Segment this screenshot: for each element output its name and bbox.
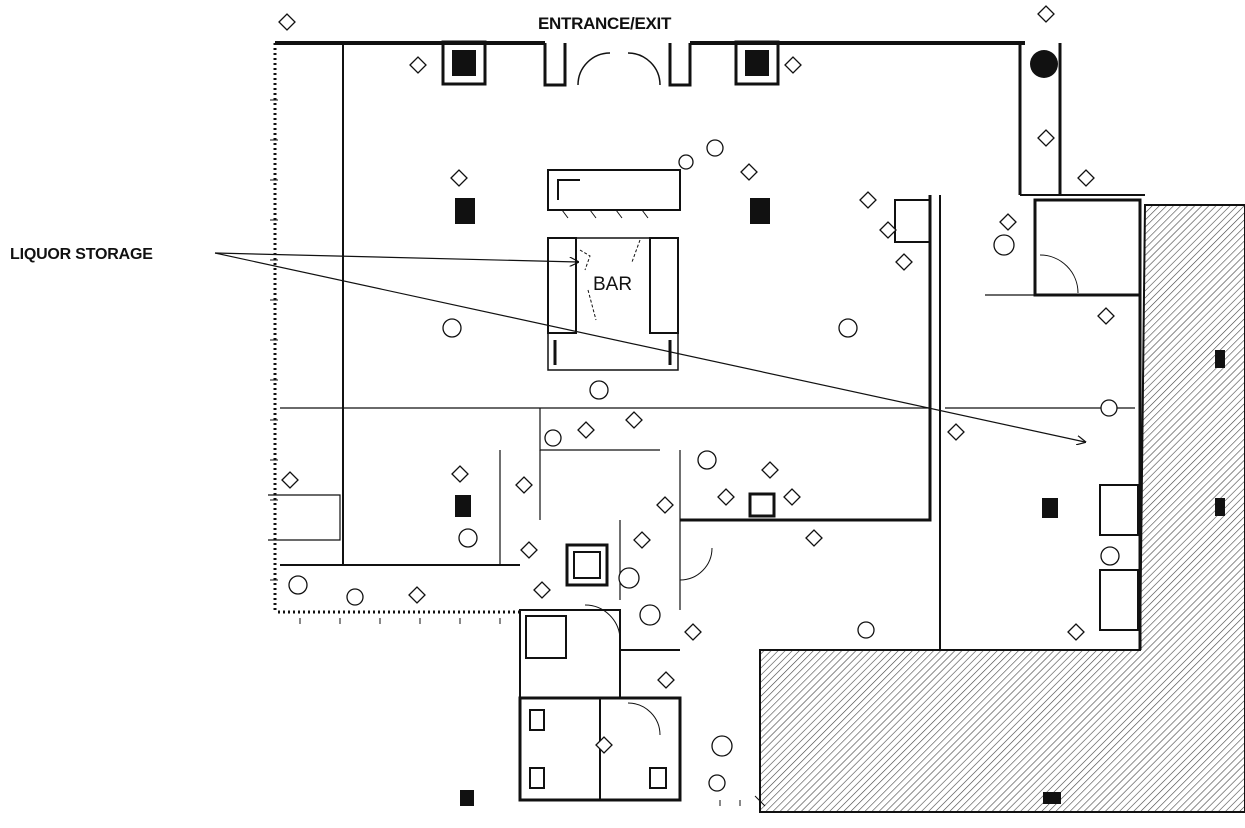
- back-bar-counter: [547, 169, 681, 219]
- circle-tags: [288, 139, 1120, 792]
- annotation-tags: [278, 5, 1115, 754]
- north-markers: [460, 350, 1225, 806]
- bar-island: [547, 237, 679, 371]
- hatched-exterior-area: [759, 204, 1245, 813]
- storage-room: [894, 198, 1142, 631]
- entrance-exit-label: ENTRANCE/EXIT: [538, 14, 672, 33]
- entrance-doors: [543, 43, 692, 87]
- center-fixture: [565, 543, 609, 587]
- structural-columns: [441, 40, 1058, 518]
- bar-label: BAR: [593, 274, 633, 295]
- liquor-storage-leaders: [214, 252, 1085, 442]
- dimension-ticks: [270, 99, 766, 807]
- liquor-storage-label: LIQUOR STORAGE: [10, 246, 153, 263]
- restroom-blocks: [518, 547, 713, 802]
